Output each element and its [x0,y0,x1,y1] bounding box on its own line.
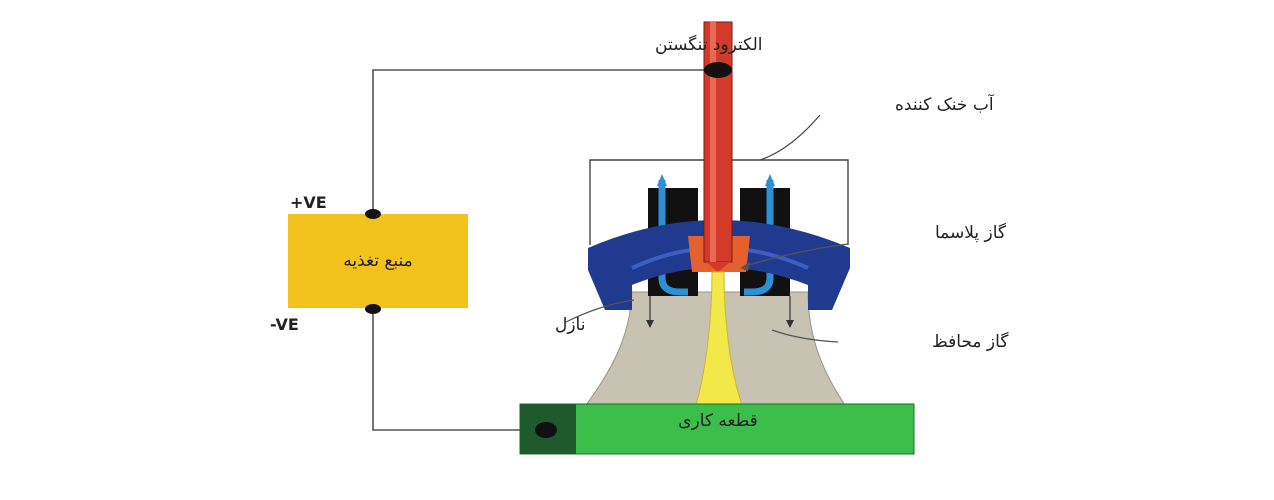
label-power-source: منبع تغذیه [343,251,413,271]
negative-terminal-dot [365,304,381,314]
cooling-water-pointer [759,114,821,161]
shield-gas-arrow-left [646,320,654,328]
cooling-arrow-left [657,174,667,186]
label-plasma-gas: گاز پلاسما [935,222,1007,243]
cooling-channel-right [744,180,774,296]
electrode-clamp [704,62,732,78]
label-nozzle: نازل [555,315,585,335]
electrode-tip [706,262,730,272]
shielding-gas-pointer [771,329,839,343]
tungsten-electrode-rod [703,21,733,263]
circuit-wires [372,69,712,431]
positive-terminal-dot [365,209,381,219]
electrode-highlight [710,22,716,262]
label-cooling-water: آب خنک کننده [895,93,995,115]
wire-bottom [372,310,520,431]
label-tungsten-electrode: الکترود تنگستن [655,34,762,55]
power-source-box [288,214,468,308]
label-workpiece: قطعه کاری [678,411,758,431]
shield-gas-arrows [649,296,791,322]
cooling-arrow-right [765,174,775,186]
label-negative-terminal: -VE [270,315,299,334]
workpiece-plate [519,403,915,455]
label-positive-terminal: +VE [290,193,327,212]
cooling-channel-left [658,180,688,296]
nozzle-pointer [565,299,635,323]
wire-top [372,69,712,214]
workpiece-terminal-dot [535,422,557,438]
shield-gas-arrow-right [786,320,794,328]
plasma-gas-pointer [744,243,849,267]
label-shielding-gas: گاز محافظ [932,331,1009,352]
plasma-gas-arrow-head [740,262,750,271]
